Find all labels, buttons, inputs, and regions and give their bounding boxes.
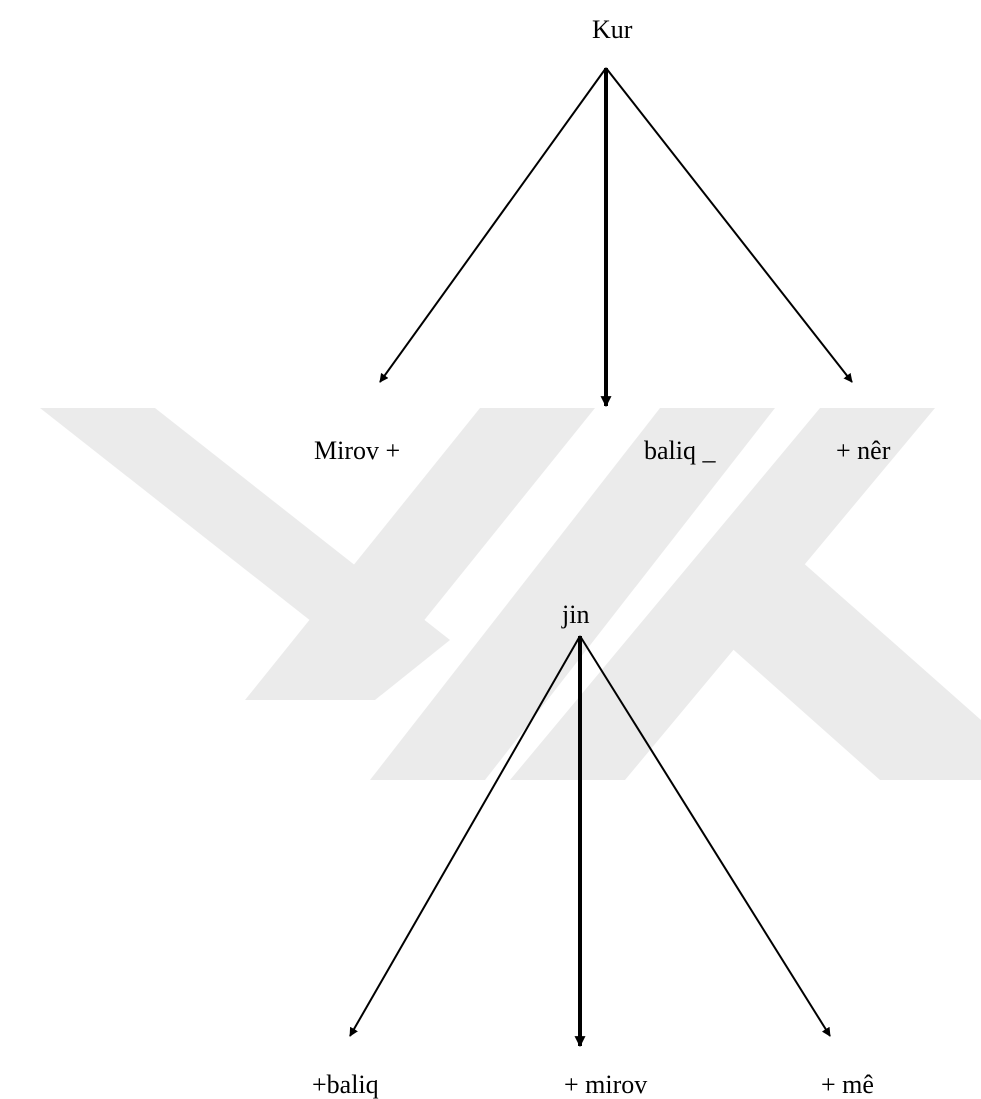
- arrow-jin-to-baliq: [349, 635, 581, 1037]
- watermark-stroke-4: [370, 408, 775, 780]
- tree-bottom-child-2: + mirov: [564, 1070, 648, 1099]
- watermark-stroke-5: [510, 408, 935, 780]
- tree-top-child-1: Mirov +: [314, 436, 401, 465]
- watermark-stroke-6: [700, 560, 981, 780]
- arrow-kur-to-mirov: [379, 67, 607, 383]
- tree-top-child-2: baliq _: [644, 436, 716, 465]
- tree-bottom-child-1: +baliq: [312, 1070, 379, 1099]
- tree-top-child-3: + nêr: [836, 436, 891, 465]
- watermark-stroke-3: [245, 408, 595, 700]
- tree-bottom-root: jin: [562, 600, 590, 629]
- tree-bottom-child-3: + mê: [821, 1070, 874, 1099]
- tree-top-root: Kur: [592, 15, 633, 44]
- arrow-jin-to-me: [579, 635, 831, 1037]
- arrow-kur-to-ner: [605, 67, 853, 383]
